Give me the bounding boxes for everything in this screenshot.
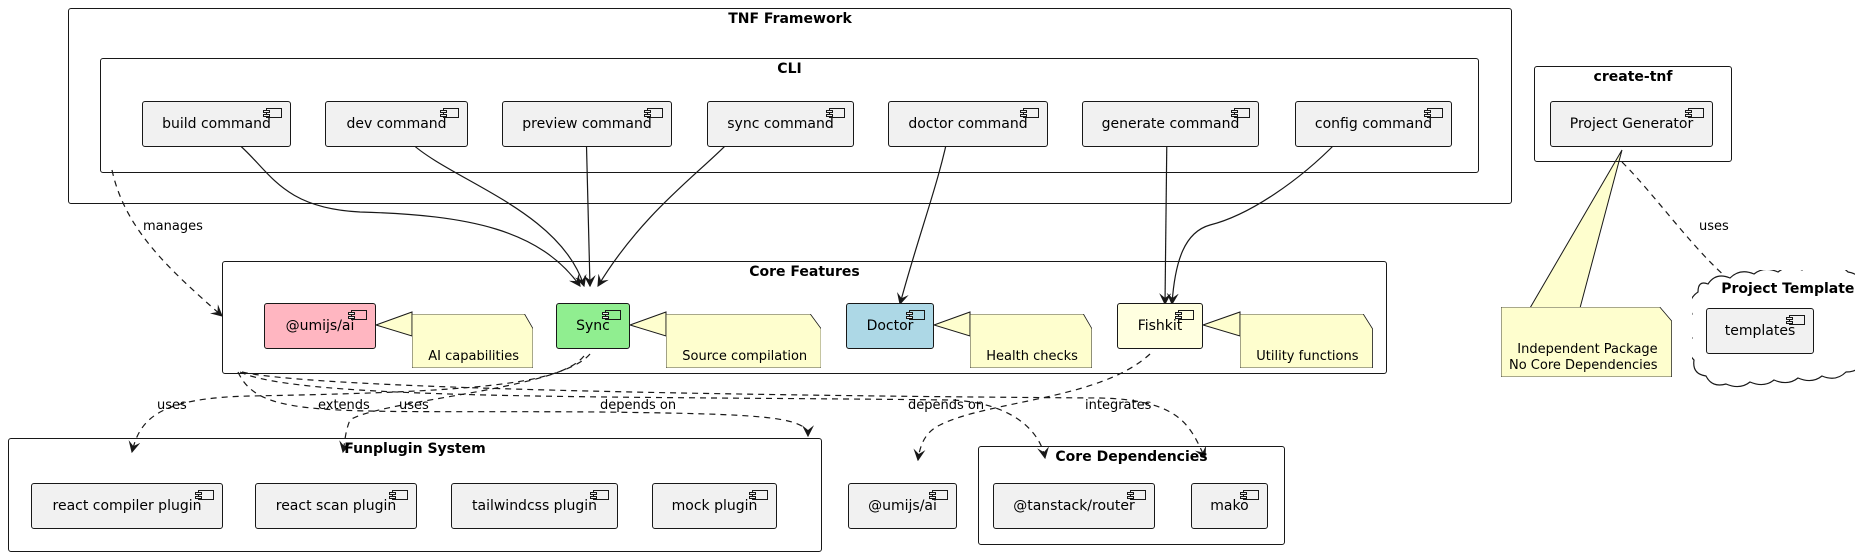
core-feature-fishkit-label: Fishkit bbox=[1137, 318, 1183, 334]
package-title-create-tnf: create-tnf bbox=[1593, 69, 1673, 85]
component-icon bbox=[1127, 490, 1146, 500]
component-icon bbox=[195, 490, 214, 500]
doctor-command-label: doctor command bbox=[908, 116, 1028, 132]
package-title-core-features: Core Features bbox=[749, 264, 860, 280]
tailwindcss-plugin-label: tailwindcss plugin bbox=[472, 498, 597, 514]
config-command-label: config command bbox=[1314, 116, 1433, 132]
component-icon bbox=[602, 310, 621, 320]
project-generator[interactable]: Project Generator bbox=[1550, 101, 1713, 147]
edge-depends-router bbox=[239, 371, 1049, 460]
core-feature-doctor-label: Doctor bbox=[866, 318, 914, 334]
edge-label-depends-mako: depends on bbox=[908, 398, 985, 413]
component-icon bbox=[1786, 315, 1805, 325]
core-feature-doctor[interactable]: Doctor bbox=[846, 303, 934, 349]
component-icon bbox=[1020, 108, 1039, 118]
build-command-label: build command bbox=[162, 116, 271, 132]
component-icon bbox=[1240, 490, 1259, 500]
component-icon bbox=[1685, 108, 1704, 118]
package-core-dependencies: Core Dependencies bbox=[978, 446, 1285, 545]
templates-component[interactable]: templates bbox=[1706, 308, 1814, 354]
edge-label-uses-generator: uses bbox=[1699, 219, 1729, 234]
edge-label-integrates: integrates bbox=[1085, 398, 1152, 413]
tanstack-router[interactable]: @tanstack/router bbox=[993, 483, 1155, 529]
preview-command-label: preview command bbox=[522, 116, 652, 132]
note-health-checks: Health checks bbox=[970, 314, 1092, 368]
react-scan-plugin[interactable]: react scan plugin bbox=[255, 483, 417, 529]
component-icon bbox=[590, 490, 609, 500]
templates-label: templates bbox=[1724, 323, 1796, 339]
dev-command-label: dev command bbox=[346, 116, 447, 132]
standalone-umijs-ai-label: @umijs/ai bbox=[868, 498, 937, 514]
edge-dev-to-sync bbox=[409, 141, 587, 288]
config-command[interactable]: config command bbox=[1295, 101, 1452, 147]
core-feature-umijs-ai-label: @umijs/ai bbox=[285, 318, 355, 334]
core-feature-fishkit[interactable]: Fishkit bbox=[1117, 303, 1203, 349]
note-independent-package: Independent Package No Core Dependencies bbox=[1501, 307, 1672, 377]
note-connector-generator bbox=[1529, 149, 1623, 309]
package-tnf-framework: TNF Framework bbox=[68, 8, 1512, 204]
mako-label: mako bbox=[1210, 498, 1249, 514]
note-utility-functions: Utility functions bbox=[1240, 314, 1373, 368]
package-title-funplugin-system: Funplugin System bbox=[344, 441, 486, 457]
core-feature-sync-label: Sync bbox=[576, 318, 610, 334]
react-scan-plugin-label: react scan plugin bbox=[275, 498, 397, 514]
edge-sync-uses-compiler bbox=[128, 355, 585, 454]
package-title-core-dependencies: Core Dependencies bbox=[1055, 449, 1208, 465]
component-icon bbox=[929, 490, 948, 500]
package-funplugin-system: Funplugin System bbox=[8, 438, 822, 552]
package-cli: CLI bbox=[100, 58, 1479, 173]
edge-config-to-fishkit bbox=[1166, 141, 1338, 306]
standalone-umijs-ai[interactable]: @umijs/ai bbox=[848, 483, 957, 529]
edge-label-uses-scan: uses bbox=[399, 398, 429, 413]
component-icon bbox=[440, 108, 459, 118]
component-icon bbox=[348, 310, 367, 320]
edge-sync-uses-scan bbox=[339, 353, 591, 454]
component-icon bbox=[749, 490, 768, 500]
component-icon bbox=[389, 490, 408, 500]
package-title-tnf-framework: TNF Framework bbox=[728, 11, 852, 27]
mock-plugin[interactable]: mock plugin bbox=[652, 483, 777, 529]
note-ai-capabilities: AI capabilities bbox=[412, 314, 534, 368]
component-icon bbox=[826, 108, 845, 118]
tailwindcss-plugin[interactable]: tailwindcss plugin bbox=[451, 483, 618, 529]
react-compiler-plugin-label: react compiler plugin bbox=[52, 498, 202, 514]
dev-command[interactable]: dev command bbox=[325, 101, 468, 147]
component-icon bbox=[1175, 310, 1194, 320]
component-icon bbox=[1231, 108, 1250, 118]
mock-plugin-label: mock plugin bbox=[671, 498, 758, 514]
component-icon bbox=[644, 108, 663, 118]
component-icon bbox=[1424, 108, 1443, 118]
generate-command-label: generate command bbox=[1101, 116, 1240, 132]
package-core-features: Core Features bbox=[222, 261, 1387, 374]
edge-label-depends-router: depends on bbox=[600, 398, 677, 413]
project-generator-label: Project Generator bbox=[1569, 116, 1694, 132]
sync-command-label: sync command bbox=[727, 116, 834, 132]
edge-extends bbox=[237, 371, 814, 438]
edge-preview-to-sync bbox=[583, 125, 596, 288]
doctor-command[interactable]: doctor command bbox=[888, 101, 1048, 147]
core-feature-umijs-ai[interactable]: @umijs/ai bbox=[264, 303, 376, 349]
package-create-tnf: create-tnf bbox=[1534, 66, 1732, 162]
sync-command[interactable]: sync command bbox=[707, 101, 854, 147]
tanstack-router-label: @tanstack/router bbox=[1013, 498, 1135, 514]
edge-manages bbox=[111, 169, 223, 317]
edge-fishkit-integrates-ai bbox=[913, 353, 1151, 462]
build-command[interactable]: build command bbox=[142, 101, 291, 147]
edge-label-extends: extends bbox=[318, 398, 370, 413]
preview-command[interactable]: preview command bbox=[502, 101, 672, 147]
component-icon bbox=[263, 108, 282, 118]
edge-label-uses-compiler: uses bbox=[157, 398, 187, 413]
react-compiler-plugin[interactable]: react compiler plugin bbox=[31, 483, 223, 529]
note-source-compilation: Source compilation bbox=[666, 314, 822, 368]
edge-label-manages: manages bbox=[143, 219, 203, 234]
package-title-cli: CLI bbox=[777, 61, 802, 77]
component-icon bbox=[906, 310, 925, 320]
core-feature-sync[interactable]: Sync bbox=[556, 303, 630, 349]
mako[interactable]: mako bbox=[1191, 483, 1268, 529]
generate-command[interactable]: generate command bbox=[1082, 101, 1259, 147]
package-title-project-templates: Project Templates bbox=[1721, 281, 1855, 297]
